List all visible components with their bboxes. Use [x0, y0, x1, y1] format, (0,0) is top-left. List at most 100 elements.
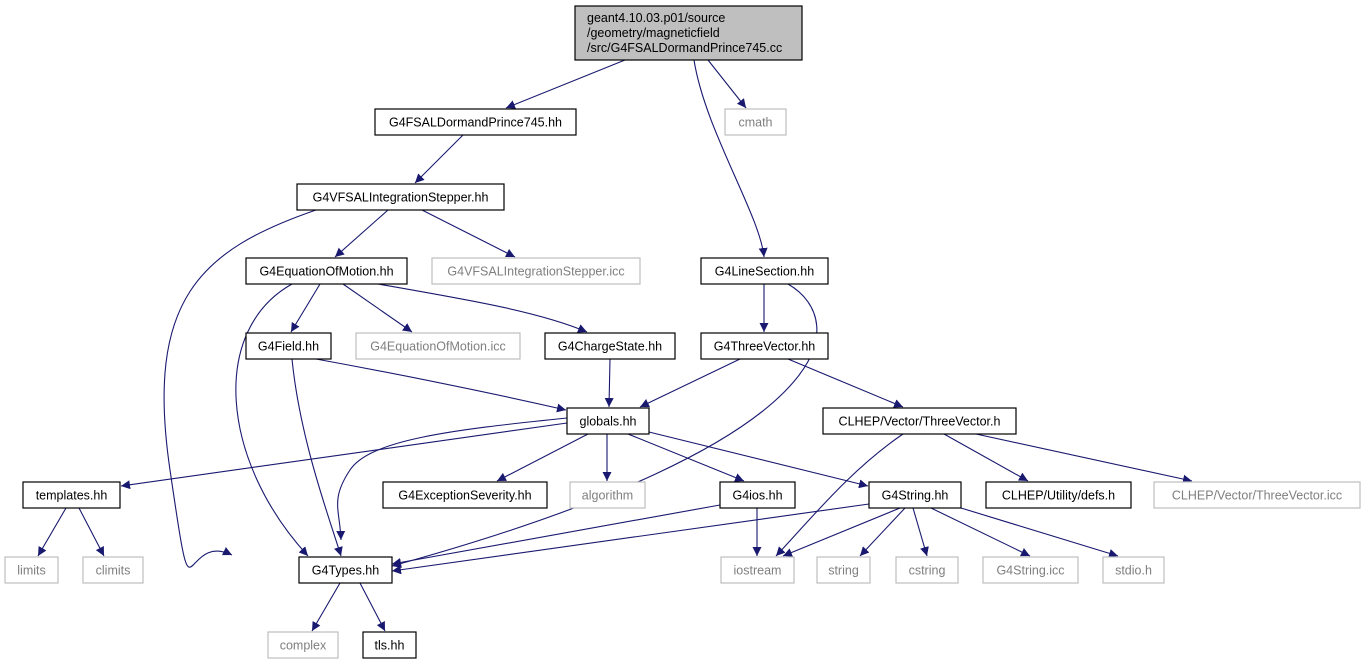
- node-tls_hh[interactable]: tls.hh: [362, 631, 417, 659]
- node-box: [431, 257, 641, 285]
- node-box: [374, 108, 577, 136]
- node-iostream: iostream: [720, 556, 795, 584]
- node-label: G4ios.hh: [732, 489, 782, 503]
- edge-g4string_hh-to-iostream: [782, 507, 901, 557]
- node-label: globals.hh: [580, 415, 637, 429]
- node-box: [868, 481, 962, 509]
- node-box: [296, 183, 505, 211]
- node-eqm_icc: G4EquationOfMotion.icc: [355, 332, 521, 360]
- root-label-line: geant4.10.03.p01/source: [587, 11, 725, 25]
- node-box: [985, 481, 1132, 509]
- node-label: G4Field.hh: [258, 340, 319, 354]
- node-stdio_h: stdio.h: [1102, 556, 1165, 584]
- node-root[interactable]: geant4.10.03.p01/source/geometry/magneti…: [574, 5, 803, 61]
- node-box: [245, 257, 408, 285]
- nodes-layer: geant4.10.03.p01/source/geometry/magneti…: [4, 5, 1361, 659]
- node-templates_hh[interactable]: templates.hh: [22, 481, 121, 509]
- node-linesec_hh[interactable]: G4LineSection.hh: [700, 257, 829, 285]
- node-label: tls.hh: [375, 639, 405, 653]
- node-label: cmath: [738, 116, 772, 130]
- node-threevec_hh[interactable]: G4ThreeVector.hh: [700, 332, 829, 360]
- edge-globals_hh-to-g4string_hh: [648, 431, 869, 489]
- edge-field_hh-to-g4types_hh: [291, 358, 343, 557]
- node-box: [4, 556, 59, 584]
- edge-templates_hh-to-limits: [37, 507, 67, 557]
- node-label: algorithm: [582, 489, 633, 503]
- node-box: [544, 332, 676, 360]
- node-label: CLHEP/Vector/ThreeVector.icc: [1172, 489, 1342, 503]
- edge-globals_hh-to-g4ios_hh: [627, 433, 745, 482]
- node-label: G4VFSALIntegrationStepper.icc: [447, 265, 624, 279]
- edge-linesec_hh-to-g4types_hh: [391, 283, 818, 568]
- edge-g4string_hh-to-g4types_hh: [391, 503, 870, 575]
- node-field_hh[interactable]: G4Field.hh: [245, 332, 332, 360]
- node-box: [1102, 556, 1165, 584]
- node-box: [720, 556, 795, 584]
- node-limits: limits: [4, 556, 59, 584]
- node-label: complex: [280, 639, 327, 653]
- edge-root-to-cmath: [707, 59, 747, 109]
- node-charge_hh[interactable]: G4ChargeState.hh: [544, 332, 676, 360]
- edge-vfsal_hh-to-g4types_hh: [163, 209, 317, 568]
- node-g4types_hh[interactable]: G4Types.hh: [298, 556, 393, 584]
- node-box: [700, 257, 829, 285]
- edge-globals_hh-to-excsev_hh: [496, 433, 589, 482]
- node-label: templates.hh: [36, 489, 108, 503]
- root-label-line: /src/G4FSALDormandPrince745.cc: [587, 41, 782, 55]
- node-label: G4VFSALIntegrationStepper.hh: [313, 191, 489, 205]
- node-box: [574, 5, 803, 61]
- edge-eqm_hh-to-eqm_icc: [342, 283, 413, 333]
- node-algorithm: algorithm: [569, 481, 646, 509]
- node-vfsal_hh[interactable]: G4VFSALIntegrationStepper.hh: [296, 183, 505, 211]
- node-box: [719, 481, 796, 509]
- node-clhep_defs_h[interactable]: CLHEP/Utility/defs.h: [985, 481, 1132, 509]
- node-vfsal_icc: G4VFSALIntegrationStepper.icc: [431, 257, 641, 285]
- node-box: [566, 407, 650, 435]
- node-box: [245, 332, 332, 360]
- node-globals_hh[interactable]: globals.hh: [566, 407, 650, 435]
- node-g4ios_hh[interactable]: G4ios.hh: [719, 481, 796, 509]
- node-box: [724, 108, 787, 136]
- node-label: CLHEP/Utility/defs.h: [1002, 489, 1115, 503]
- node-box: [895, 556, 959, 584]
- edge-root-to-fsal_hh: [505, 59, 626, 109]
- edge-eqm_hh-to-charge_hh: [377, 283, 588, 333]
- node-clhep_tv_h[interactable]: CLHEP/Vector/ThreeVector.h: [822, 407, 1017, 435]
- node-g4string_hh[interactable]: G4String.hh: [868, 481, 962, 509]
- edges-layer: [37, 59, 1193, 632]
- node-fsal_hh[interactable]: G4FSALDormandPrince745.hh: [374, 108, 577, 136]
- edge-clhep_tv_h-to-clhep_tv_icc: [975, 433, 1193, 484]
- node-label: CLHEP/Vector/ThreeVector.h: [839, 415, 1001, 429]
- edge-clhep_tv_h-to-clhep_defs_h: [943, 433, 1029, 482]
- node-label: G4String.hh: [882, 489, 949, 503]
- node-box: [267, 631, 339, 659]
- edge-charge_hh-to-globals_hh: [604, 358, 614, 408]
- edge-vfsal_hh-to-vfsal_icc: [421, 209, 516, 258]
- node-box: [700, 332, 829, 360]
- node-box: [382, 481, 548, 509]
- node-clhep_tv_icc: CLHEP/Vector/ThreeVector.icc: [1153, 481, 1361, 509]
- node-eqm_hh[interactable]: G4EquationOfMotion.hh: [245, 257, 408, 285]
- node-box: [569, 481, 646, 509]
- edge-vfsal_hh-to-eqm_hh: [334, 209, 389, 258]
- node-cstring: cstring: [895, 556, 959, 584]
- node-climits: climits: [82, 556, 144, 584]
- edge-fsal_hh-to-vfsal_hh: [414, 134, 464, 184]
- node-label: iostream: [734, 564, 782, 578]
- edge-eqm_hh-to-g4types_hh: [235, 283, 309, 557]
- node-cmath: cmath: [724, 108, 787, 136]
- edge-g4string_hh-to-stdio_h: [960, 507, 1119, 558]
- node-label: G4EquationOfMotion.hh: [259, 265, 393, 279]
- edge-g4string_hh-to-cstring: [912, 507, 929, 557]
- edge-threevec_hh-to-globals_hh: [639, 358, 741, 408]
- node-label: cstring: [909, 564, 946, 578]
- edge-g4string_hh-to-g4string_icc: [930, 507, 1031, 557]
- node-string: string: [816, 556, 871, 584]
- node-box: [982, 556, 1079, 584]
- root-label-line: /geometry/magneticfield: [587, 26, 720, 40]
- node-box: [22, 481, 121, 509]
- node-excsev_hh[interactable]: G4ExceptionSeverity.hh: [382, 481, 548, 509]
- node-label: G4ExceptionSeverity.hh: [398, 489, 531, 503]
- node-complex: complex: [267, 631, 339, 659]
